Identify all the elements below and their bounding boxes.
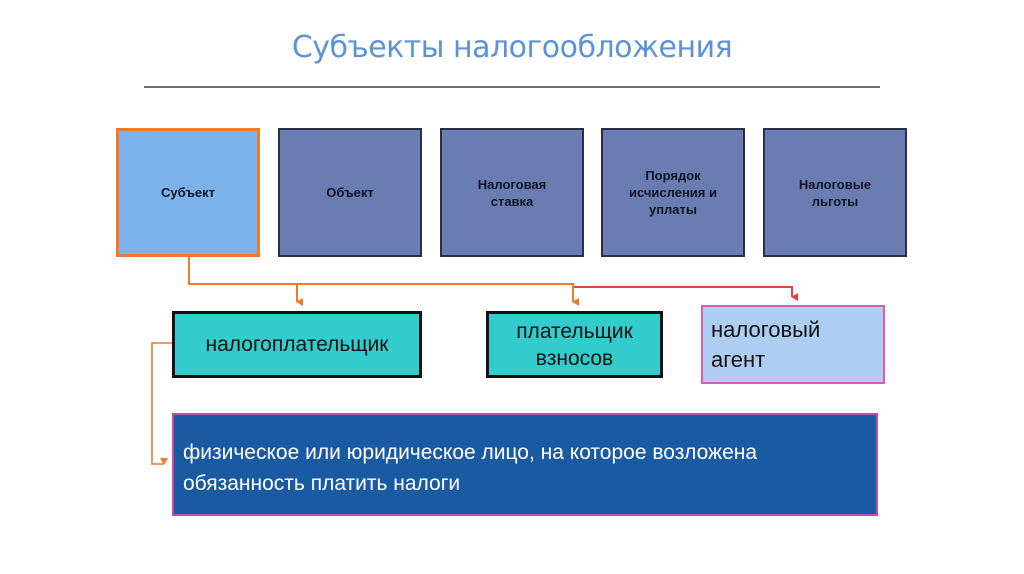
definition-text: физическое или юридическое лицо, на кото… (183, 441, 758, 495)
element-label: Налоговая ставка (477, 176, 547, 209)
element-box-subject: Субъект (116, 128, 260, 257)
connector-agent-line (574, 286, 798, 301)
taxpayer-box: налогоплательщик (172, 311, 422, 378)
element-box-calculation-order: Порядок исчисления и уплаты (601, 128, 745, 257)
element-label: Субъект (160, 185, 216, 200)
connector-subject-trunk (188, 257, 574, 285)
contribution-payer-box: плательщик взносов (486, 311, 663, 378)
slide-title: Субъекты налогообложения (291, 30, 733, 65)
taxpayer-label: налогоплательщик (205, 333, 389, 356)
definition-box: физическое или юридическое лицо, на кото… (172, 413, 878, 516)
connector-definition-line (151, 342, 172, 465)
title-divider (144, 86, 880, 88)
element-label: Налоговые льготы (798, 176, 872, 209)
element-label: Объект (326, 185, 374, 200)
contribution-payer-label: плательщик взносов (516, 319, 633, 370)
element-box-tax-benefits: Налоговые льготы (763, 128, 907, 257)
tax-agent-label: налоговый агент (711, 316, 821, 372)
element-box-object: Объект (278, 128, 422, 257)
element-box-tax-rate: Налоговая ставка (440, 128, 584, 257)
tax-agent-box: налоговый агент (701, 305, 885, 384)
element-label: Порядок исчисления и уплаты (628, 168, 717, 217)
